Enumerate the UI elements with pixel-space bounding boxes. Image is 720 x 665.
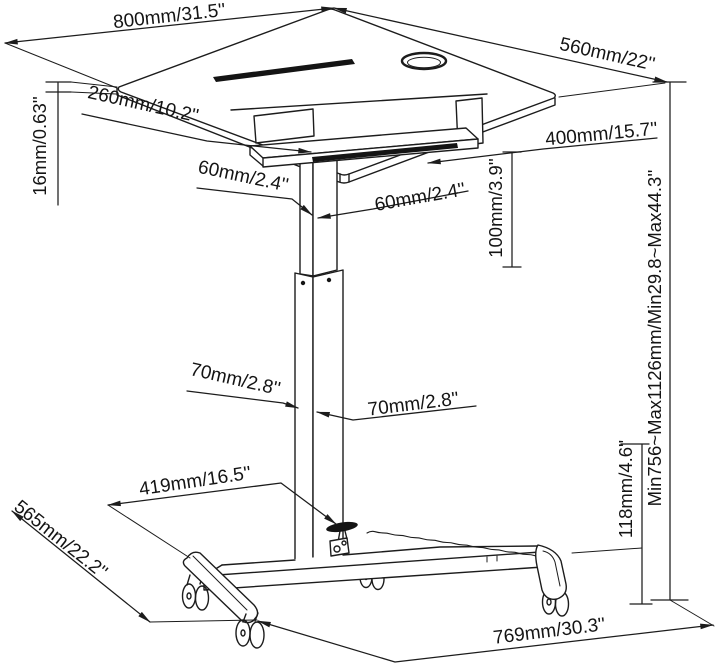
dim-label-shelf-width: 400mm/15.7'' [544, 119, 658, 151]
dim-label-base-depth: 565mm/22.2'' [10, 496, 111, 583]
lift-column-upper [299, 152, 338, 277]
dim-label-shelf-height: 100mm/3.9'' [485, 158, 506, 258]
dimension-lines [4, 6, 715, 663]
dim-label-lower-column-width: 70mm/2.8'' [188, 359, 282, 400]
pen-slot [213, 59, 355, 82]
dim-label-desktop-thickness: 16mm/0.63'' [29, 96, 50, 196]
base-beam [203, 530, 544, 591]
lift-column-lower [294, 269, 344, 567]
dim-label-pedal-reach: 419mm/16.5'' [138, 463, 253, 500]
base-foot-right [535, 544, 570, 617]
shelf-slot [312, 143, 458, 162]
dim-label-desktop-width: 800mm/31.5'' [112, 0, 226, 33]
beam-texture-strip [366, 530, 544, 558]
dim-label-upper-column-depth: 60mm/2.4'' [373, 179, 467, 216]
dim-label-caster-height: 118mm/4.6'' [615, 440, 636, 538]
dim-label-height-range: Min756~Max1126mm/Min29.8~Max44.3'' [644, 170, 665, 507]
base-foot-left [181, 551, 265, 649]
dim-label-lower-column-depth: 70mm/2.8'' [367, 389, 461, 421]
